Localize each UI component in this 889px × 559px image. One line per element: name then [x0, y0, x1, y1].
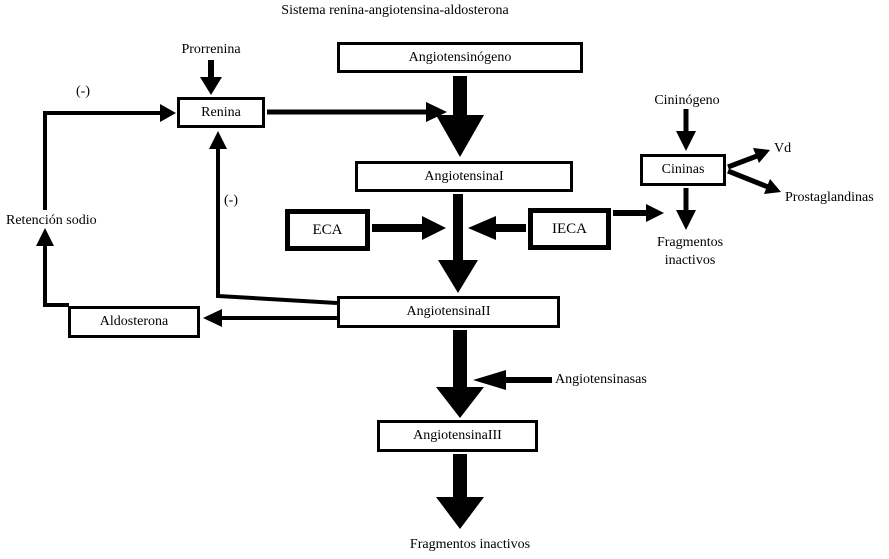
arrow-eca-to-cascade-head: [422, 216, 446, 240]
arrow-angiotensina2-to-angiotensina3: [436, 330, 484, 418]
node-angiotensina3: AngiotensinaIII: [377, 420, 538, 452]
node-ieca: IECA: [528, 208, 611, 250]
node-angiotensina2: AngiotensinaII: [337, 296, 560, 328]
arrow-renina-to-cascade-head: [426, 102, 447, 122]
arrow-angiotensina2-to-renina-head: [209, 131, 227, 149]
arrow-angiotensinogeno-to-angiotensina1: [436, 76, 484, 157]
arrow-cininas-to-vd-head: [753, 148, 770, 163]
node-aldosterona: Aldosterona: [68, 306, 200, 338]
arrow-retencion-to-renina-head: [160, 104, 176, 122]
arrow-aldosterona-to-retencion-head: [36, 228, 54, 246]
arrow-aldosterona-to-retencion-line: [43, 244, 69, 307]
arrow-cininas-to-vd-line: [727, 153, 758, 170]
diagram-title: Sistema renina-angiotensina-aldosterona: [281, 3, 509, 18]
arrow-cininas-to-fragmentos-head: [676, 210, 696, 230]
arrow-angiotensina3-to-fragmentos: [436, 454, 484, 529]
label-cininogeno: Cininógeno: [654, 93, 720, 108]
node-renina: Renina: [177, 97, 265, 128]
arrow-ieca-to-fragmentos-head: [646, 204, 664, 222]
label-negative-feedback-left: (-): [76, 84, 90, 99]
node-angiotensina1: AngiotensinaI: [355, 161, 573, 192]
arrow-cininas-to-prostaglandinas-line: [727, 168, 769, 190]
label-prorrenina: Prorrenina: [181, 42, 241, 57]
label-angiotensinasas: Angiotensinasas: [555, 372, 647, 387]
arrow-angiotensinasas-to-cascade-head: [473, 370, 506, 390]
node-eca: ECA: [285, 209, 370, 251]
arrow-angiotensina2-to-aldosterona-head: [203, 309, 222, 327]
arrow-angiotensina2-to-renina-line: [216, 146, 338, 305]
node-cininas: Cininas: [640, 154, 726, 186]
label-negative-feedback-mid: (-): [224, 193, 238, 208]
label-vd: Vd: [774, 141, 792, 156]
arrow-cininas-to-prostaglandinas-head: [764, 179, 781, 194]
label-retencion-sodio: Retención sodio: [6, 213, 97, 228]
arrow-angiotensina1-to-angiotensina2-head: [438, 260, 478, 293]
label-fragmentos-inactivos-final: Fragmentos inactivos: [409, 537, 531, 552]
arrow-ieca-to-cascade-head: [468, 216, 496, 240]
arrow-retencion-to-renina-line: [43, 111, 166, 210]
label-prostaglandinas: Prostaglandinas: [785, 190, 874, 205]
label-fragmentos-inactivos-cininas: Fragmentos inactivos: [656, 235, 724, 268]
arrow-cininogeno-to-cininas-head: [676, 131, 696, 151]
arrow-prorrenina-to-renina-head: [200, 77, 222, 95]
node-angiotensinogeno: Angiotensinógeno: [337, 42, 583, 73]
